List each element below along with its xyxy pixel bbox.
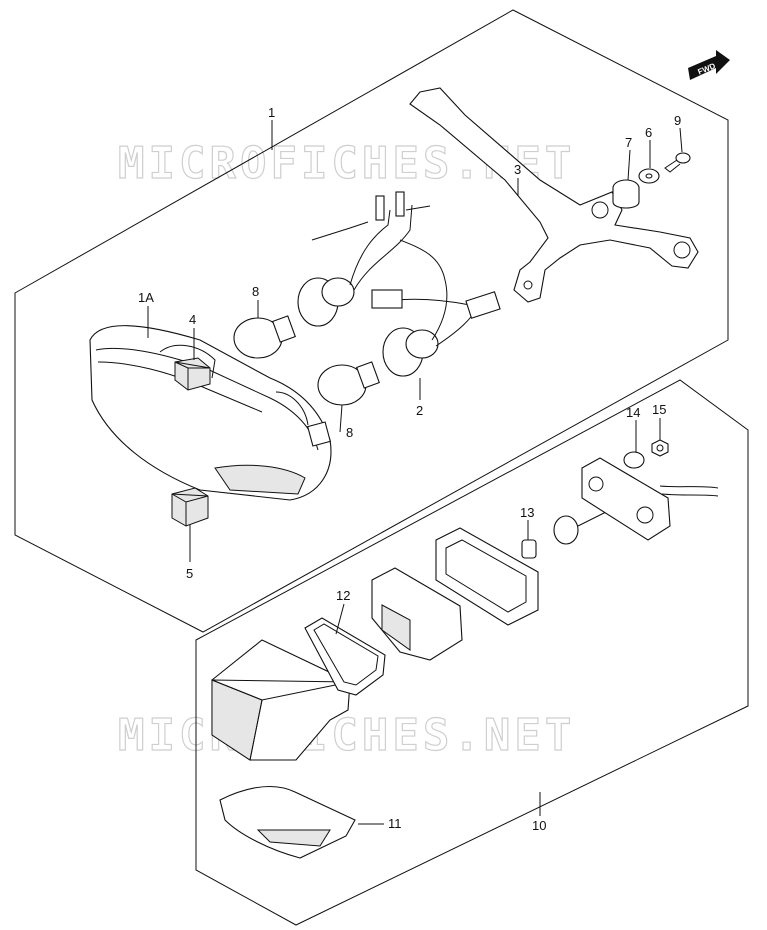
callout-4: 4 (189, 312, 196, 327)
callout-12: 12 (336, 588, 350, 603)
lamp-base-plate (581, 457, 719, 541)
watermark-bottom: MICROFICHES.NET (118, 710, 575, 761)
washer-part-6 (638, 168, 660, 184)
bulb-lower (317, 361, 380, 406)
callout-14: 14 (626, 405, 640, 420)
bush-part-7 (612, 179, 640, 209)
leader-lines (147, 120, 683, 825)
callout-11: 11 (388, 816, 402, 831)
bulb-upper (233, 315, 296, 359)
callout-15: 15 (652, 402, 666, 417)
callout-8-upper: 8 (252, 284, 259, 299)
callout-1a: 1A (138, 290, 154, 305)
lamp-frame (435, 527, 539, 626)
bulb-part-13 (521, 539, 537, 559)
block-part-4 (174, 357, 211, 391)
callout-9: 9 (674, 113, 681, 128)
callout-8-lower: 8 (346, 425, 353, 440)
license-lamp-housing (211, 639, 351, 761)
group-box-10 (195, 379, 749, 926)
license-lamp-lens-part-11 (219, 785, 356, 859)
callout-6: 6 (645, 125, 652, 140)
callout-2: 2 (416, 403, 423, 418)
group-box-1 (14, 9, 729, 633)
callout-1: 1 (268, 105, 275, 120)
callout-13: 13 (520, 505, 534, 520)
tail-lamp-housing (89, 325, 332, 501)
nut-part-15 (651, 439, 669, 457)
screw-part-9 (664, 152, 691, 173)
fwd-arrow-icon: FWD (688, 50, 730, 80)
callout-3: 3 (514, 162, 521, 177)
callout-5: 5 (186, 566, 193, 581)
bracket (409, 87, 699, 303)
gasket-part-12 (304, 617, 386, 696)
lamp-body (371, 567, 463, 661)
socket-harness (297, 191, 501, 377)
grommet-part-14 (623, 451, 645, 469)
callout-10: 10 (532, 818, 546, 833)
callout-7: 7 (625, 135, 632, 150)
block-part-5 (171, 487, 209, 527)
